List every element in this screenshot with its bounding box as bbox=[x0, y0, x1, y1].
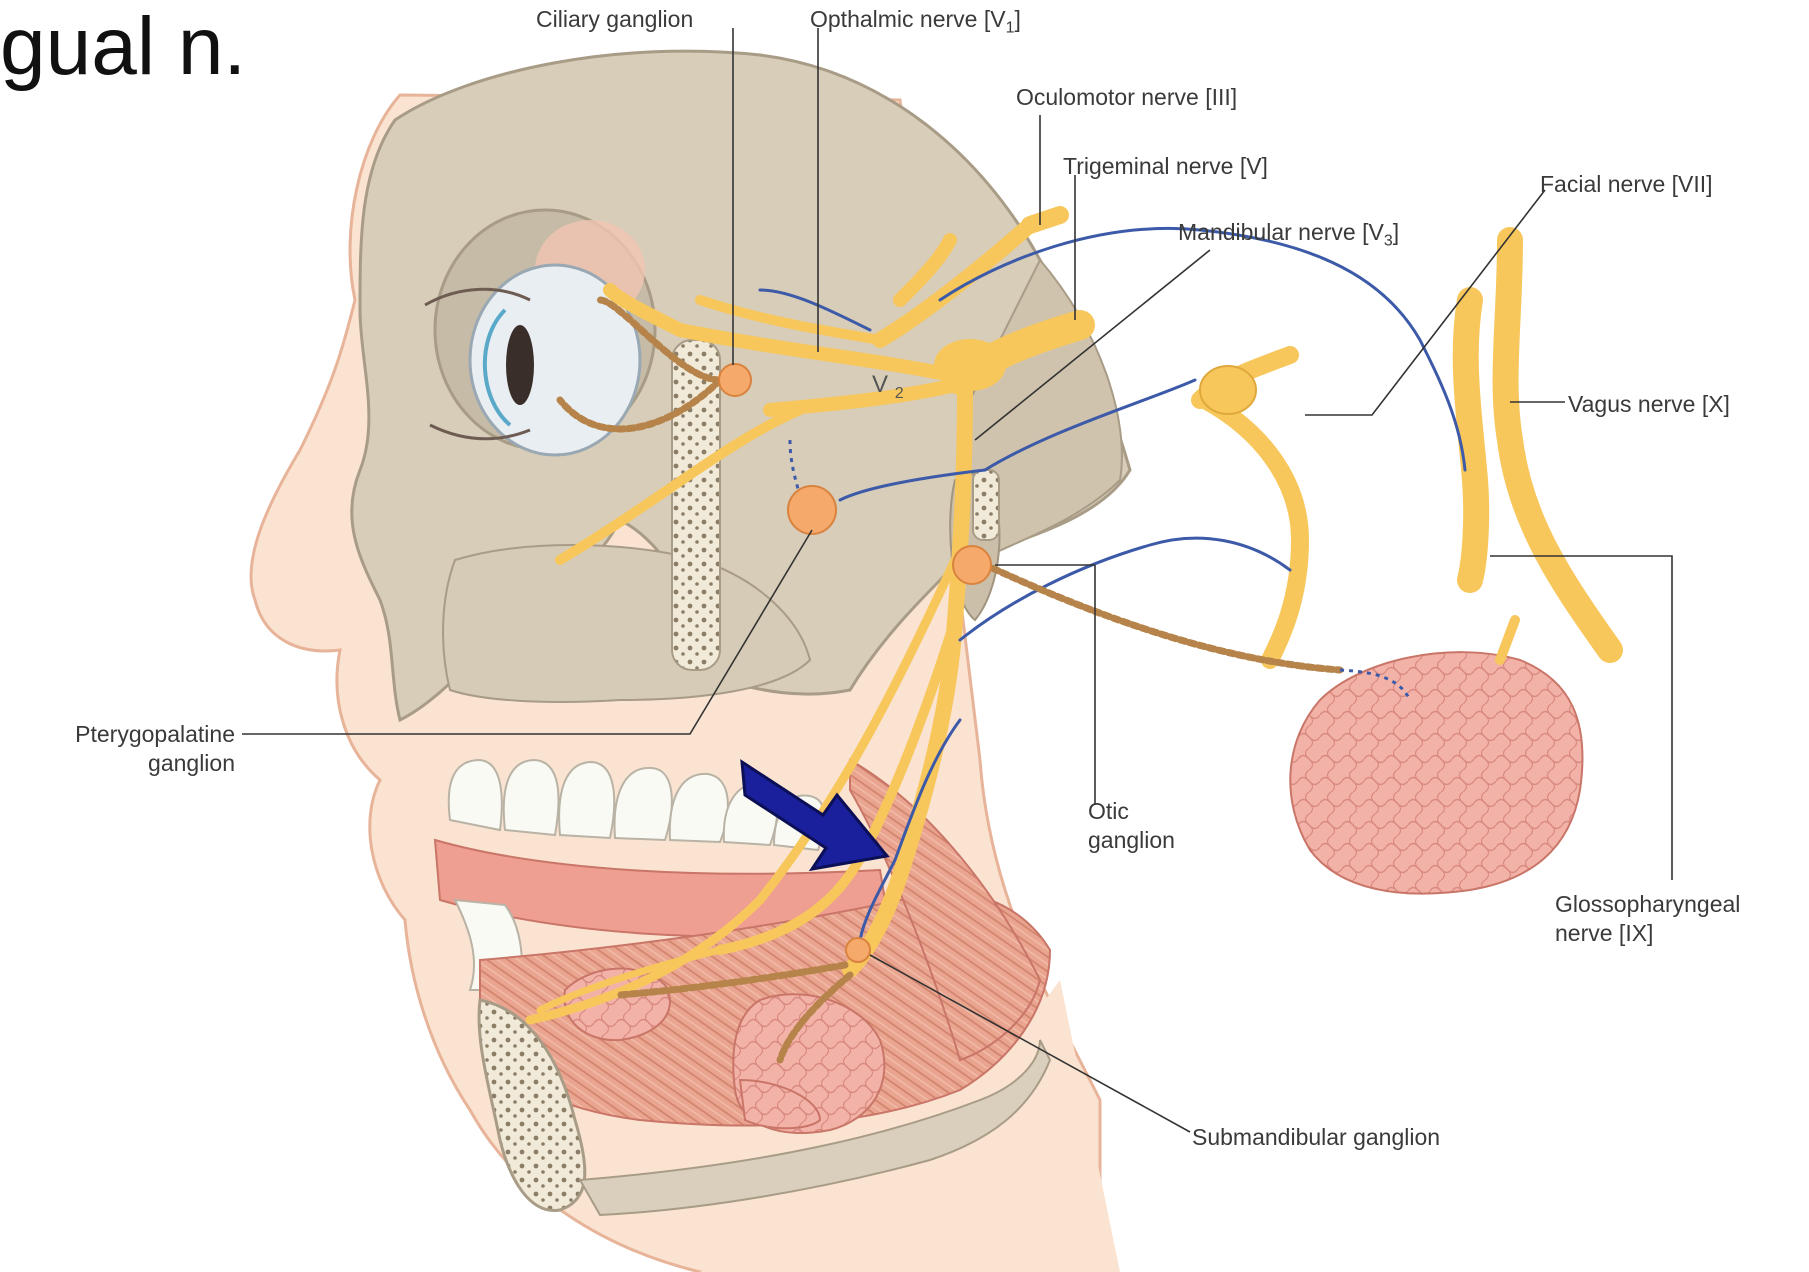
geniculate-ganglion bbox=[1200, 366, 1256, 414]
trigeminal-ganglion bbox=[934, 339, 1006, 391]
iris bbox=[506, 325, 534, 405]
label-oculomotor-nerve: Oculomotor nerve [III] bbox=[1016, 83, 1237, 112]
label-vagus-nerve: Vagus nerve [X] bbox=[1568, 390, 1730, 419]
label-submandibular-ganglion: Submandibular ganglion bbox=[1192, 1123, 1440, 1152]
ciliary-ganglion bbox=[719, 364, 751, 396]
label-glossopharyngeal-nerve: Glossopharyngeal nerve [IX] bbox=[1555, 890, 1740, 948]
label-facial-nerve: Facial nerve [VII] bbox=[1540, 170, 1713, 199]
slide-title: gual n. bbox=[0, 6, 246, 88]
pterygopalatine-ganglion bbox=[788, 486, 836, 534]
label-ciliary-ganglion: Ciliary ganglion bbox=[536, 5, 693, 34]
label-pterygopalatine-ganglion: Pterygopalatine ganglion bbox=[10, 720, 235, 778]
otic-ganglion bbox=[953, 546, 991, 584]
parotid-gland bbox=[1290, 652, 1582, 893]
leader-otic bbox=[995, 565, 1095, 805]
label-opthalmic-nerve: Opthalmic nerve [V1] bbox=[810, 5, 1021, 39]
submandibular-ganglion bbox=[846, 938, 870, 962]
styloid-section bbox=[973, 470, 999, 540]
label-trigeminal-nerve: Trigeminal nerve [V] bbox=[1063, 152, 1268, 181]
label-mandibular-nerve: Mandibular nerve [V3] bbox=[1178, 218, 1399, 252]
label-otic-ganglion: Otic ganglion bbox=[1088, 797, 1175, 855]
